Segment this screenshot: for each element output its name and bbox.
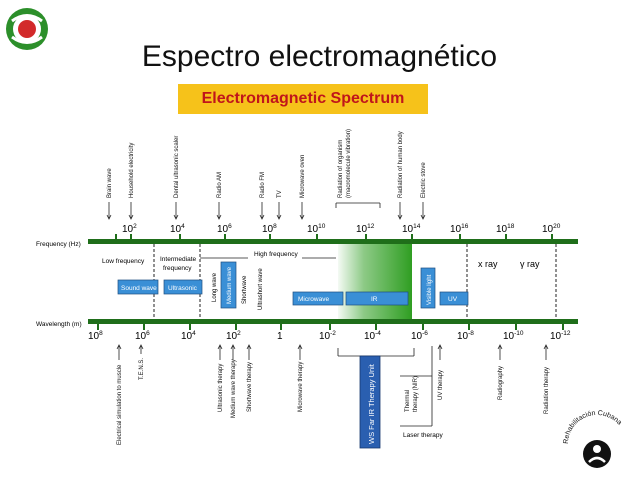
- wl-tick-label: 10-2: [319, 330, 336, 342]
- therapy-unit-label: WS Far IR Therapy Unit: [367, 363, 376, 444]
- bottom-label-ultrasonic: Ultrasonic therapy: [218, 364, 224, 412]
- long-wave-label: Long wave: [212, 272, 218, 302]
- sound-wave-label: Sound wave: [121, 285, 157, 292]
- banner-title: Electromagnetic Spectrum: [178, 84, 428, 114]
- freq-tick-label: 1018: [496, 223, 515, 235]
- ultrasonic-label: Ultrasonic: [168, 285, 198, 292]
- top-label-radio-fm: Radio FM: [260, 172, 266, 198]
- top-label-macromolecule: (macromolecule vibration): [346, 129, 352, 198]
- freq-tick-label: 1016: [450, 223, 469, 235]
- wavelength-axis: [88, 319, 578, 324]
- band-intermediate-1: Intermediate: [160, 256, 197, 263]
- bottom-label-nir: therapy (NIR): [413, 376, 419, 412]
- top-label-household: Household electricity: [129, 143, 135, 198]
- logo-text: Rehabilitación Cubana: [563, 410, 623, 444]
- shortwave-label: Shortwave: [242, 275, 248, 304]
- laser-therapy-label: Laser therapy: [403, 432, 443, 439]
- wl-tick-label: 102: [226, 330, 241, 342]
- band-low-frequency: Low frequency: [102, 258, 145, 265]
- uv-box: [439, 291, 469, 306]
- medium-wave-label: Medium wave: [227, 266, 233, 304]
- gamma-ray-label: γ ray: [520, 259, 540, 269]
- freq-tick-label: 104: [170, 223, 185, 235]
- freq-tick-label: 102: [122, 223, 137, 235]
- top-label-brain-wave: Brain wave: [107, 168, 113, 198]
- microwave-label: Microwave: [298, 296, 329, 303]
- wavelength-tick-marks: [97, 324, 564, 330]
- top-label-dental: Dental ultrasonic scaler: [174, 136, 180, 198]
- bottom-label-radiation: Radiation therapy: [544, 367, 550, 414]
- top-source-labels: Brain wave Household electricity Dental …: [107, 129, 427, 198]
- sound-wave-box: [117, 279, 159, 295]
- bottom-label-radiography: Radiography: [498, 366, 504, 400]
- bottom-label-uv-therapy: UV therapy: [438, 370, 444, 400]
- wl-tick-label: 10-6: [411, 330, 428, 342]
- visible-light-box: [420, 267, 436, 309]
- freq-tick-label: 106: [217, 223, 232, 235]
- ir-box: [345, 291, 409, 306]
- wl-tick-label: 108: [88, 330, 103, 342]
- bottom-label-microwave: Microwave therapy: [298, 362, 304, 412]
- top-label-microwave-oven: Microwave oven: [300, 155, 306, 198]
- top-label-organism: Radiation of organism: [338, 140, 344, 198]
- wl-tick-label: 106: [135, 330, 150, 342]
- band-intermediate-2: frequency: [163, 265, 192, 272]
- bottom-arrows: [116, 344, 549, 427]
- wavelength-tick-labels: 108 106 104 102 1 10-2 10-4 10-6 10-8 10…: [88, 330, 571, 342]
- wl-tick-label: 104: [181, 330, 196, 342]
- top-label-electric-stove: Electric stove: [421, 162, 427, 198]
- bottom-label-shortwave: Shortwave therapy: [247, 362, 253, 412]
- ir-label: IR: [371, 296, 378, 303]
- wl-tick-label: 10-8: [457, 330, 474, 342]
- freq-tick-label: 1020: [542, 223, 561, 235]
- ultrasonic-box: [163, 279, 203, 295]
- top-arrows: [106, 202, 426, 220]
- frequency-tick-labels: 102 104 106 108 1010 1012 1014 1016 1018…: [122, 223, 561, 235]
- freq-tick-label: 1010: [307, 223, 326, 235]
- wl-tick-label: 10-4: [364, 330, 381, 342]
- bottom-label-electrical: Electrical simulation to muscle: [117, 364, 123, 445]
- frequency-axis: [88, 239, 578, 244]
- frequency-axis-label: Frequency (Hz): [36, 241, 81, 248]
- wavelength-axis-label: Wavelength (m): [36, 321, 82, 328]
- microwave-box: [292, 291, 344, 306]
- uv-label: UV: [448, 296, 458, 303]
- top-label-radio-am: Radio AM: [217, 172, 223, 198]
- wl-tick-label: 10-10: [503, 330, 524, 342]
- institution-logo: [6, 8, 48, 50]
- bottom-label-medium-wave: Medium wave therapy: [231, 359, 237, 418]
- ir-gradient-band: [338, 242, 412, 322]
- bottom-label-thermal: Thermal: [405, 390, 411, 412]
- wl-tick-label: 1: [277, 331, 283, 342]
- medium-wave-box: [220, 261, 237, 309]
- therapy-unit-bar: [359, 355, 381, 449]
- frequency-tick-marks: [115, 234, 553, 239]
- bottom-application-labels: Electrical simulation to muscle T.E.N.S.…: [117, 358, 550, 445]
- x-ray-label: x ray: [478, 259, 498, 269]
- freq-tick-label: 1012: [356, 223, 375, 235]
- wl-tick-label: 10-12: [550, 330, 571, 342]
- top-label-tv: TV: [277, 190, 283, 198]
- rehabilitacion-logo: Rehabilitación Cubana: [563, 410, 623, 468]
- slide-title: Espectro electromagnético: [141, 40, 498, 73]
- svg-text:Rehabilitación Cubana: Rehabilitación Cubana: [563, 410, 623, 444]
- ultrashort-wave-label: Ultrashort wave: [258, 268, 264, 310]
- top-label-human-body: Radiation of human body: [398, 131, 404, 198]
- band-high-frequency: High frequency: [254, 251, 298, 258]
- visible-light-label: Visible light: [427, 274, 433, 305]
- freq-tick-label: 108: [262, 223, 277, 235]
- bottom-label-tens: T.E.N.S.: [139, 358, 145, 380]
- freq-tick-label: 1014: [402, 223, 421, 235]
